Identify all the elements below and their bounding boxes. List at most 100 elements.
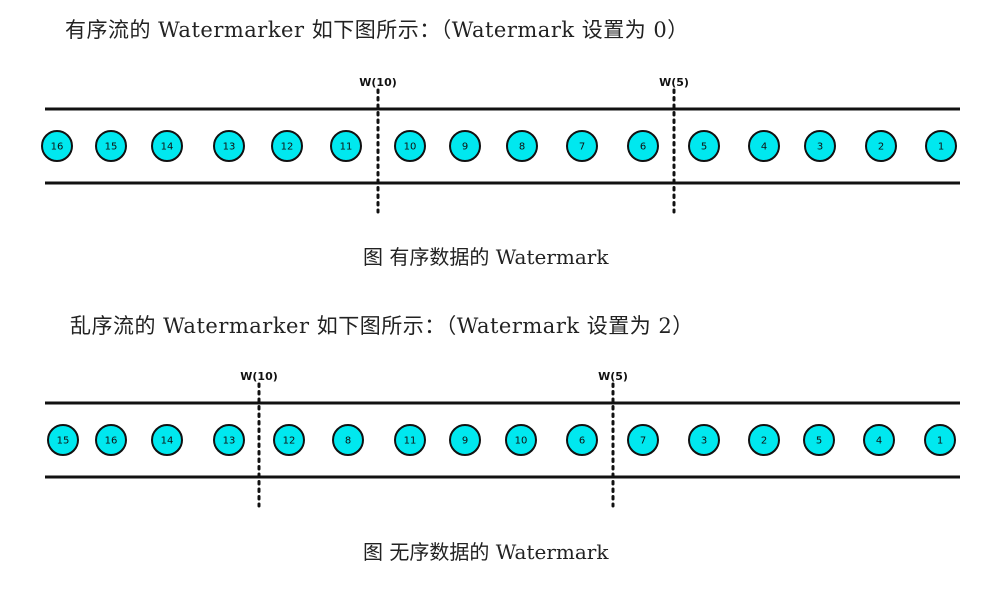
- event-circle: [273, 424, 305, 456]
- event-circle: [47, 424, 79, 456]
- event-label: 8: [519, 142, 525, 153]
- event-node: 3: [688, 424, 720, 456]
- event-node: 3: [804, 130, 836, 162]
- event-node: 15: [95, 130, 127, 162]
- unordered-stream-caption: 图 无序数据的 Watermark: [363, 540, 609, 564]
- event-node: 1: [925, 130, 957, 162]
- event-label: 3: [817, 142, 823, 153]
- event-node: 11: [394, 424, 426, 456]
- event-circle: [213, 130, 245, 162]
- ordered-stream-svg: 16 15 14 13 12 11 10 9 8 7 6 5 4 3 2 1 W(10) W(5): [41, 76, 960, 214]
- event-node: 16: [41, 130, 73, 162]
- event-label: 12: [281, 142, 294, 153]
- event-node: 8: [506, 130, 538, 162]
- event-circle: [394, 130, 426, 162]
- event-node: 4: [863, 424, 895, 456]
- event-circle: [449, 424, 481, 456]
- event-node: 7: [566, 130, 598, 162]
- event-circle: [449, 130, 481, 162]
- event-node: 10: [505, 424, 537, 456]
- event-circle: [688, 130, 720, 162]
- event-circle: [95, 424, 127, 456]
- event-node: 5: [803, 424, 835, 456]
- event-circle: [748, 130, 780, 162]
- event-circle: [865, 130, 897, 162]
- event-circle: [863, 424, 895, 456]
- event-node: 2: [865, 130, 897, 162]
- ordered-stream-caption: 图 有序数据的 Watermark: [363, 245, 609, 269]
- event-circle: [506, 130, 538, 162]
- event-node: 9: [449, 424, 481, 456]
- event-node: 16: [95, 424, 127, 456]
- event-label: 1: [938, 142, 944, 153]
- event-label: 1: [937, 436, 943, 447]
- event-circle: [151, 130, 183, 162]
- event-node: 11: [330, 130, 362, 162]
- event-circle: [566, 130, 598, 162]
- event-circle: [505, 424, 537, 456]
- event-circle: [688, 424, 720, 456]
- event-node: 13: [213, 130, 245, 162]
- event-circle: [330, 130, 362, 162]
- event-circle: [95, 130, 127, 162]
- event-node: 2: [748, 424, 780, 456]
- event-label: 8: [345, 436, 351, 447]
- event-label: 9: [462, 142, 468, 153]
- event-label: 6: [640, 142, 646, 153]
- event-label: 4: [761, 142, 767, 153]
- event-circle: [804, 130, 836, 162]
- event-node: 14: [151, 424, 183, 456]
- event-node: 5: [688, 130, 720, 162]
- event-label: 14: [161, 142, 174, 153]
- event-label: 15: [57, 436, 70, 447]
- event-label: 7: [579, 142, 585, 153]
- watermark-label: W(10): [359, 76, 397, 89]
- event-circle: [41, 130, 73, 162]
- event-label: 16: [105, 436, 118, 447]
- event-label: 11: [404, 436, 417, 447]
- event-node: 12: [271, 130, 303, 162]
- event-label: 5: [816, 436, 822, 447]
- event-label: 3: [701, 436, 707, 447]
- watermark-label: W(5): [659, 76, 689, 89]
- watermark-label: W(5): [598, 370, 628, 383]
- event-node: 6: [627, 130, 659, 162]
- event-label: 16: [51, 142, 64, 153]
- event-node: 15: [47, 424, 79, 456]
- event-label: 15: [105, 142, 118, 153]
- event-label: 13: [223, 142, 236, 153]
- event-circle: [925, 130, 957, 162]
- event-label: 5: [701, 142, 707, 153]
- event-label: 2: [878, 142, 884, 153]
- event-label: 10: [404, 142, 417, 153]
- event-circle: [394, 424, 426, 456]
- unordered-stream-svg: 15 16 14 13 12 8 11 9 10 6 7 3 2 5 4 1 W(10) W(5): [45, 370, 960, 508]
- event-circle: [803, 424, 835, 456]
- unordered-stream-heading: 乱序流的 Watermarker 如下图所示：（Watermark 设置为 2）: [70, 314, 694, 338]
- event-circle: [332, 424, 364, 456]
- unordered-stream-diagram: 15 16 14 13 12 8 11 9 10 6 7 3 2 5 4 1 W(10) W(5): [0, 366, 993, 516]
- ordered-stream-heading: 有序流的 Watermarker 如下图所示：（Watermark 设置为 0）: [65, 18, 689, 42]
- event-label: 13: [223, 436, 236, 447]
- event-circle: [151, 424, 183, 456]
- watermark-label: W(10): [240, 370, 278, 383]
- event-label: 4: [876, 436, 882, 447]
- event-node: 4: [748, 130, 780, 162]
- event-circle: [748, 424, 780, 456]
- event-circle: [566, 424, 598, 456]
- event-circle: [627, 424, 659, 456]
- event-label: 7: [640, 436, 646, 447]
- event-node: 10: [394, 130, 426, 162]
- event-node: 13: [213, 424, 245, 456]
- event-label: 6: [579, 436, 585, 447]
- event-label: 12: [283, 436, 296, 447]
- event-node: 8: [332, 424, 364, 456]
- event-node: 7: [627, 424, 659, 456]
- event-label: 10: [515, 436, 528, 447]
- event-node: 9: [449, 130, 481, 162]
- event-circle: [924, 424, 956, 456]
- event-node: 14: [151, 130, 183, 162]
- event-circle: [271, 130, 303, 162]
- event-label: 11: [340, 142, 353, 153]
- event-node: 1: [924, 424, 956, 456]
